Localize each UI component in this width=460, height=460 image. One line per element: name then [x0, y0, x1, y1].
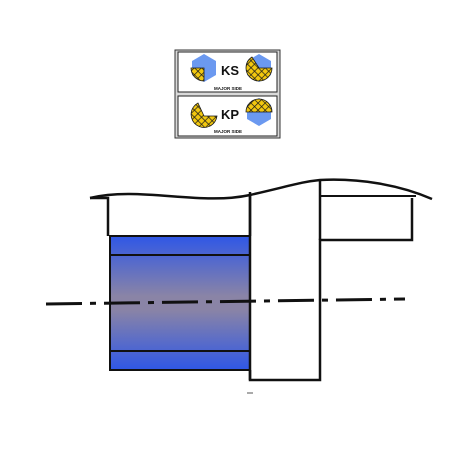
legend-panel: KS MAJOR SIDE KP MAJOR SIDE	[174, 49, 281, 139]
legend-code-kp: KP	[221, 107, 239, 122]
legend-side-label-ks: MAJOR SIDE	[214, 86, 242, 91]
ks-right-hexagon-icon	[245, 54, 273, 82]
legend-side-label-kp: MAJOR SIDE	[214, 129, 242, 134]
top-curved-surface	[89, 178, 433, 201]
kp-left-hatched-pie-icon	[190, 102, 218, 128]
legend-code-ks: KS	[221, 63, 239, 78]
left-hook	[90, 196, 110, 236]
housing-outline	[248, 195, 414, 382]
kp-right-hexagon-icon	[245, 98, 273, 126]
ks-left-hexagon-icon	[190, 54, 216, 82]
center-line	[45, 297, 406, 306]
